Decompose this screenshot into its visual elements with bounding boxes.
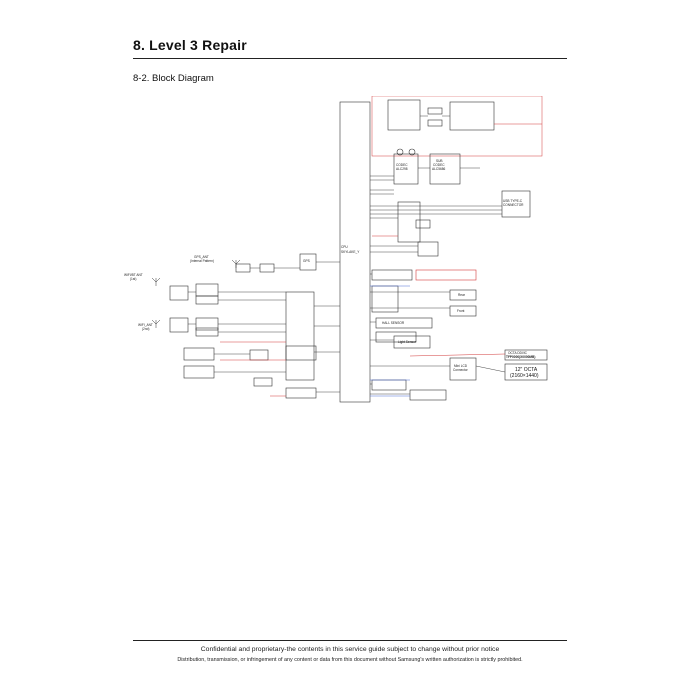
mini-lcd-label: Mini LCD [454, 364, 468, 368]
footer-confidential-notice: Confidential and proprietary-the content… [200, 646, 500, 653]
sub-codec-label-3: ALC5686 [432, 167, 446, 171]
light-sensor-block [393, 335, 431, 349]
cpu-label: CPU [341, 245, 348, 249]
wifi-aux-antenna-icon [151, 319, 161, 328]
gps-antenna-icon [231, 259, 241, 268]
sub-codec-label-2: CODEC [433, 163, 445, 167]
gps-label: GPS [303, 259, 310, 263]
wifi-aux-sub-label: (2nd) [142, 327, 149, 331]
octa-resolution: (2160×1440) [510, 373, 539, 379]
sub-codec-label: SUB [436, 159, 443, 163]
footer-distribution-notice: Distribution, transmission, or infringem… [177, 657, 523, 663]
hall-sensor-block [375, 317, 433, 329]
mini-lcd-block [449, 357, 477, 381]
gps-antenna-label: GPS_ANT [194, 255, 209, 259]
sub-codec-block [429, 153, 461, 185]
wifi-main-antenna-icon [151, 277, 161, 286]
codec-label: CODEC [396, 163, 408, 167]
usb-label: USB TYPE-C [503, 199, 523, 203]
usb-sub-label: CONNECTOR [503, 203, 524, 207]
cpu-sub-label: SKYLAKE_Y [341, 250, 360, 254]
page-title: 8. Level 3 Repair [133, 37, 247, 53]
footer-divider [133, 640, 567, 641]
light-sensor-label: Light Sensor [398, 340, 417, 344]
front-camera-block [449, 305, 477, 317]
gps-antenna-sub-label: (Internal Pattern) [190, 259, 214, 263]
touch-ic-block [504, 349, 548, 361]
codec-sub-label: ALC298 [396, 167, 408, 171]
usb-connector [501, 190, 531, 218]
section-heading: 8-2. Block Diagram [133, 73, 214, 84]
rear-camera-block [449, 289, 477, 301]
wifi-main-sub-label: (1st) [130, 277, 136, 281]
touch-ic-label: OCTA DDI/IC [508, 351, 528, 355]
title-divider [133, 58, 567, 59]
codec-block [393, 153, 419, 185]
block-diagram: CPU SKYLAKE_Y USB TYPE-C CONNECTOR CODEC… [124, 96, 548, 403]
wifi-main-label: WIFI/BT ANT [124, 273, 143, 277]
touch-ic-sub-label: TFP0000(X0000MB) [506, 355, 535, 359]
rear-camera-label: Rear [458, 293, 466, 297]
front-camera-label: Front [457, 309, 465, 313]
hall-sensor-label: HALL SENSOR [382, 321, 405, 325]
mini-lcd-sub-label: Connector [453, 368, 469, 372]
octa-label: 12" OCTA [515, 367, 538, 373]
wifi-aux-label: WIFI_ANT [138, 323, 153, 327]
